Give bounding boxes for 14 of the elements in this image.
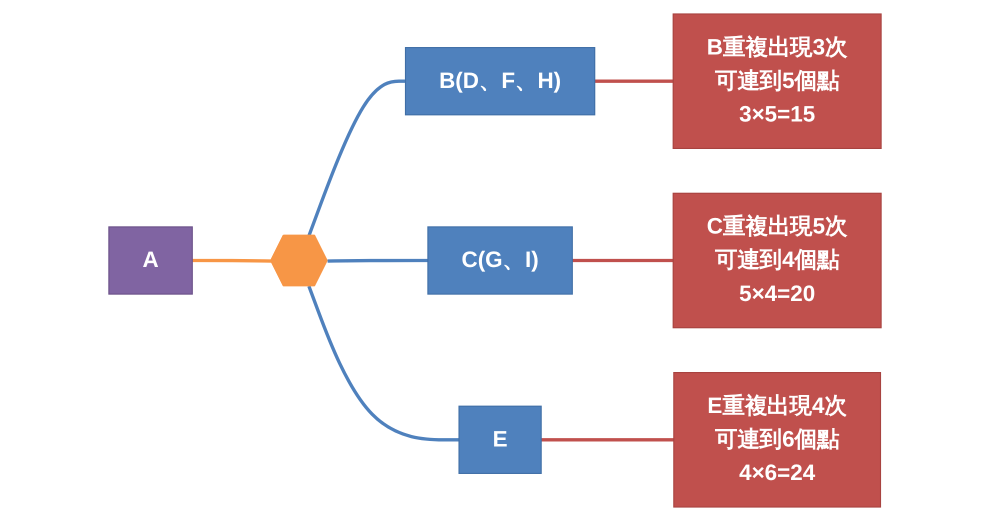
node-box: C(G、I) <box>427 226 573 295</box>
node-box: C重複出現5次 可連到4個點 5×4=20 <box>672 192 882 328</box>
node-box: A <box>108 226 193 295</box>
connector <box>328 258 428 263</box>
connector <box>594 80 674 83</box>
connector <box>541 438 674 442</box>
connector <box>572 258 674 262</box>
node-box: E重複出現4次 可連到6個點 4×6=24 <box>673 372 882 508</box>
node-box: E <box>458 406 542 474</box>
connector <box>307 80 406 236</box>
connector <box>307 286 459 442</box>
node-box: B重複出現3次 可連到5個點 3×5=15 <box>672 13 882 149</box>
node-box: B(D、F、H) <box>404 47 596 116</box>
connector <box>192 258 272 263</box>
